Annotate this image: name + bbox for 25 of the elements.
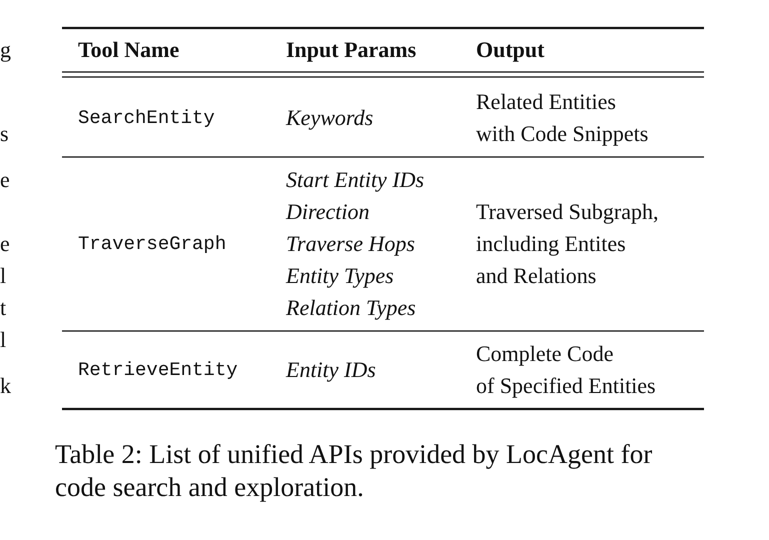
cut-off-text: e [0, 230, 10, 258]
table-cell-text: Related Entities with Code Snippets [476, 88, 648, 148]
cut-off-text: t [0, 294, 6, 322]
column-header: Input Params [286, 36, 416, 64]
input-param: Entity IDs [286, 356, 376, 384]
cut-off-text: e [0, 166, 10, 194]
input-param: Entity Types [286, 262, 394, 290]
input-param: Relation Types [286, 294, 416, 322]
cut-off-text: s [0, 120, 9, 148]
tool-name: TraverseGraph [78, 232, 226, 257]
cut-off-text: g [0, 36, 11, 64]
input-param: Direction [286, 198, 370, 226]
cut-off-text: l [0, 326, 6, 354]
cut-off-text: l [0, 262, 6, 290]
column-header: Output [476, 36, 544, 64]
table-cell-text: Traversed Subgraph, including Entites and Relations [476, 198, 658, 290]
tool-name: SearchEntity [78, 106, 215, 131]
input-param: Traverse Hops [286, 230, 415, 258]
column-header: Tool Name [78, 36, 180, 64]
cut-off-text: k [0, 372, 11, 400]
tool-name: RetrieveEntity [78, 358, 238, 383]
input-param: Start Entity IDs [286, 166, 424, 194]
table-caption: Table 2: List of unified APIs provided by LocAgent for code search and exploration. [55, 438, 652, 504]
input-param: Keywords [286, 104, 374, 132]
table-cell-text: Complete Code of Specified Entities [476, 340, 656, 400]
